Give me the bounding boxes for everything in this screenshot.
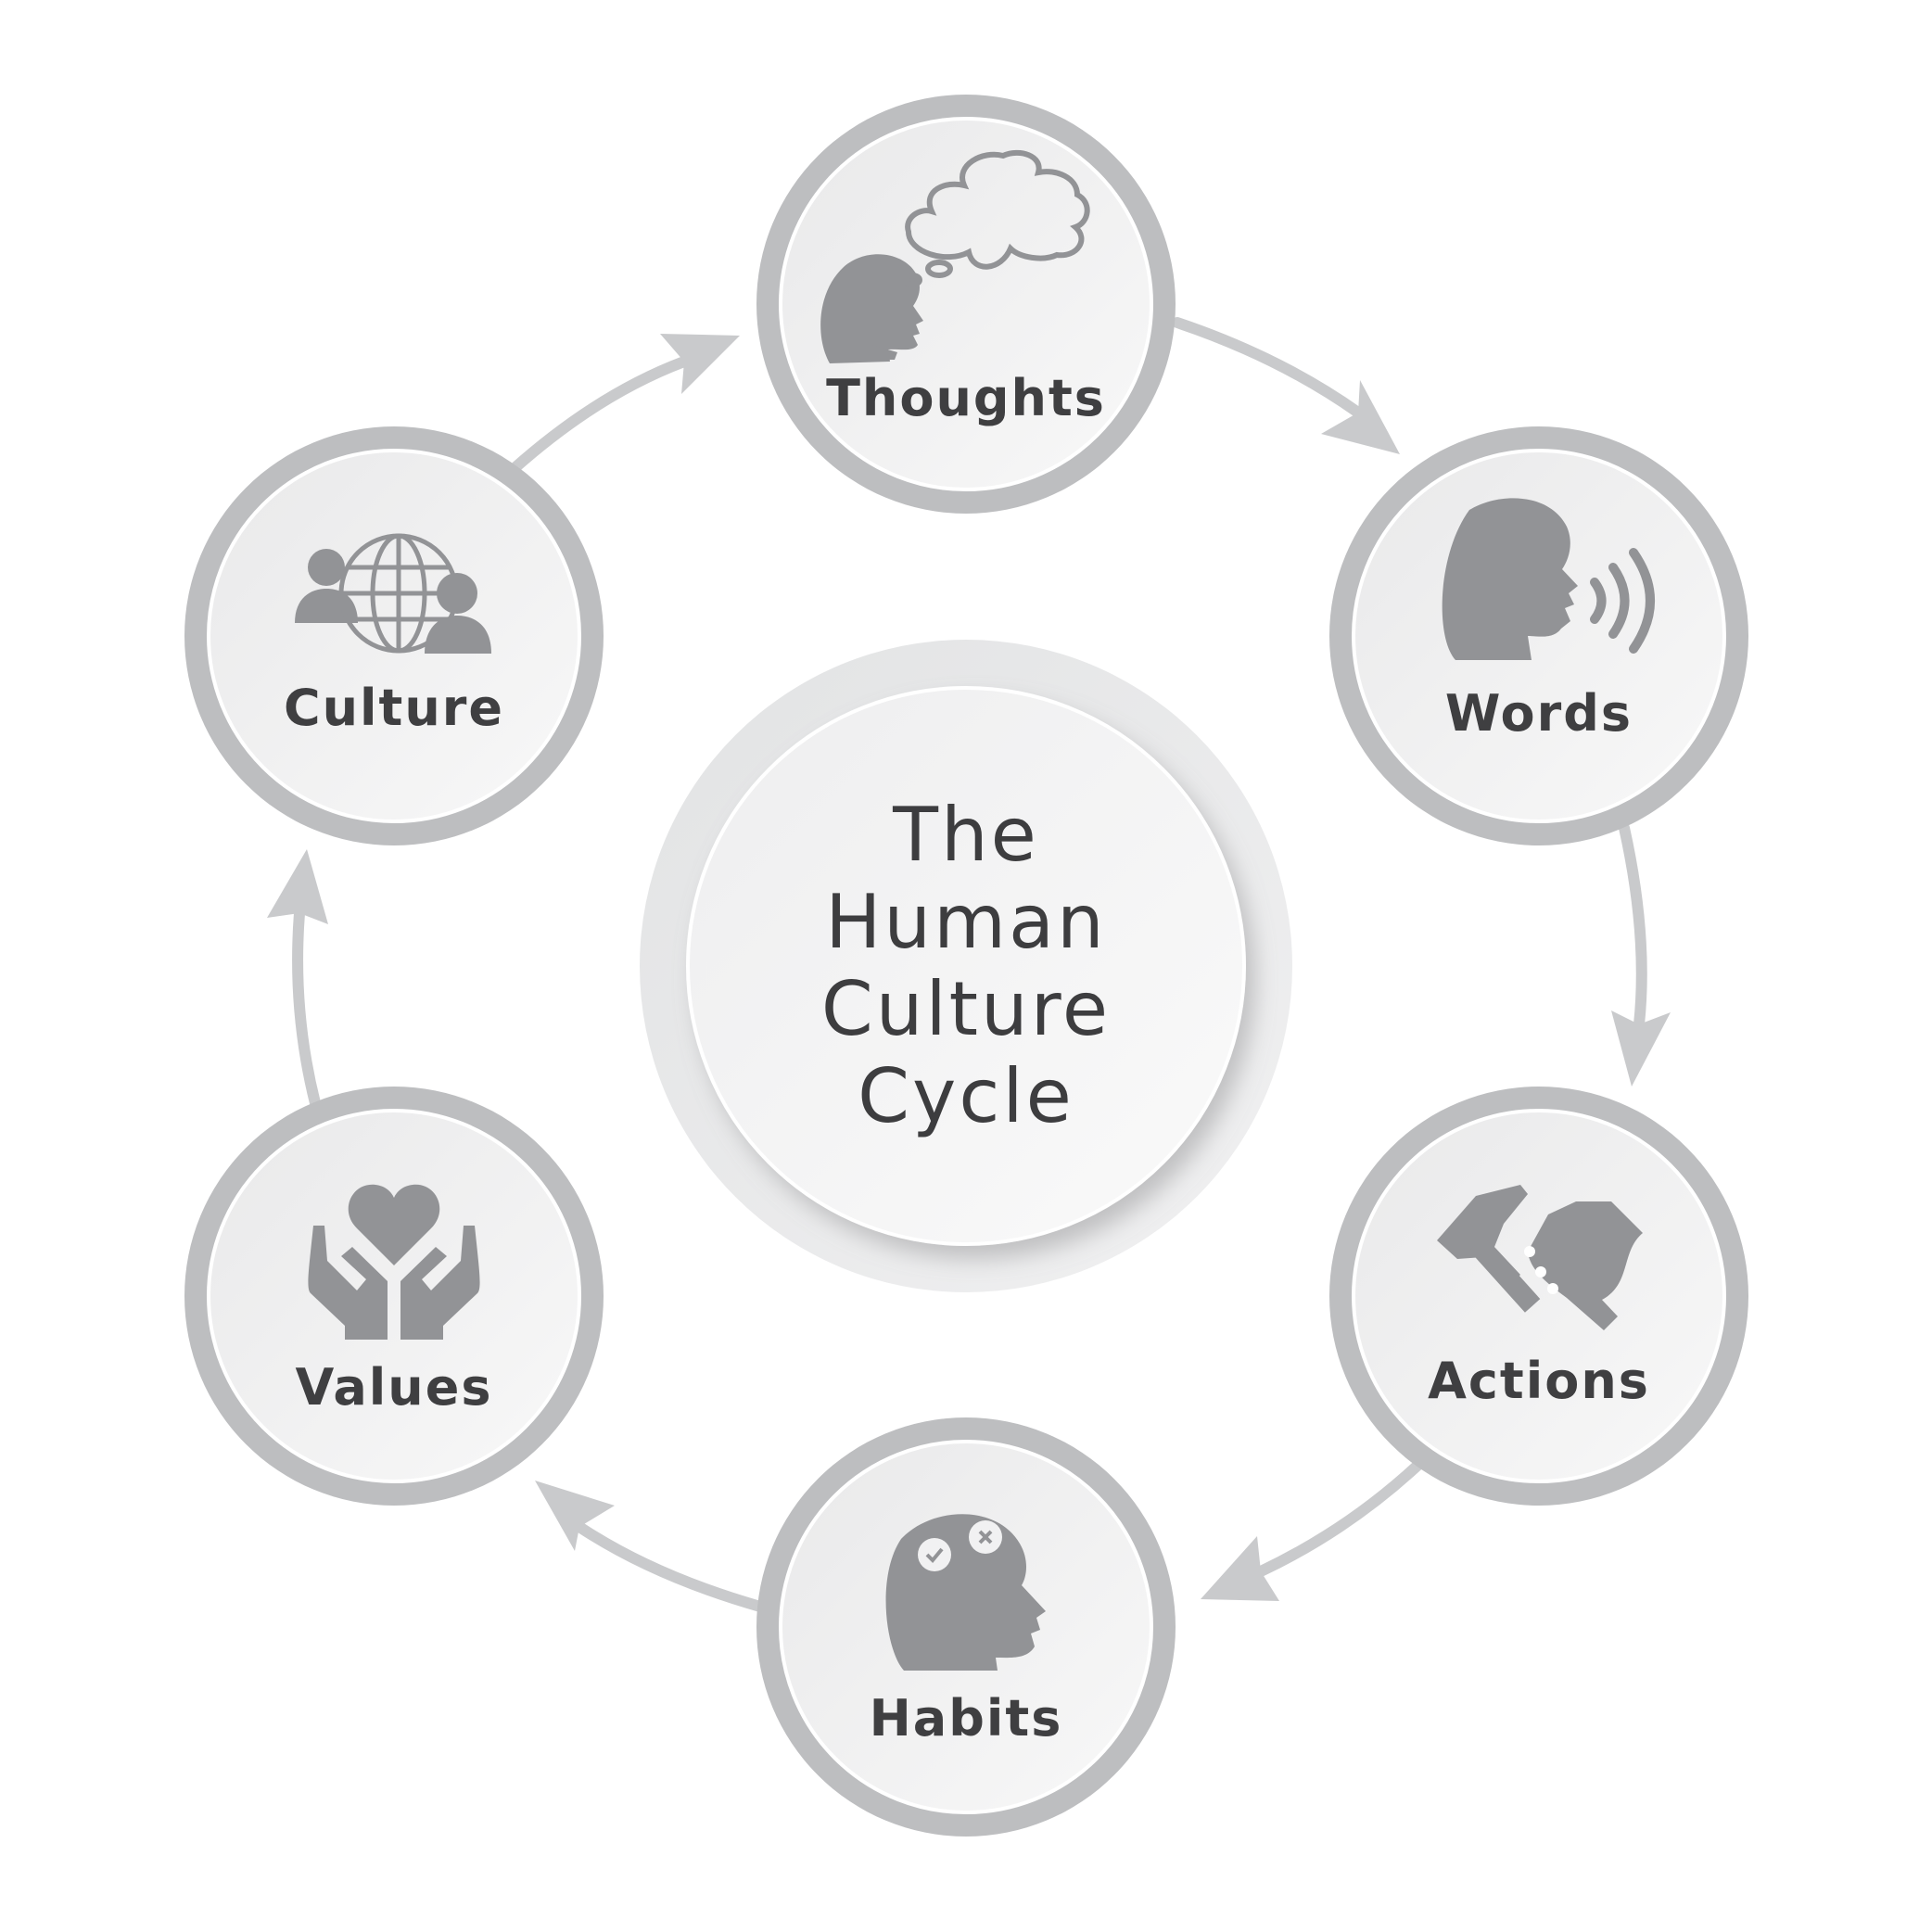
node-words: Words bbox=[1329, 426, 1748, 845]
node-habits-label: Habits bbox=[870, 1689, 1063, 1748]
node-words-label: Words bbox=[1445, 684, 1633, 743]
arrow-words-to-actions bbox=[1619, 822, 1647, 1030]
arrowhead-to-thoughts bbox=[660, 334, 740, 394]
center-title-line-4: Cycle bbox=[858, 1053, 1074, 1139]
arrowhead-to-values bbox=[535, 1481, 615, 1551]
center-title-line-3: Culture bbox=[821, 966, 1111, 1052]
arrow-actions-to-habits bbox=[1255, 1457, 1426, 1577]
node-actions-label: Actions bbox=[1428, 1352, 1650, 1410]
node-culture-label: Culture bbox=[284, 679, 504, 737]
arrow-thoughts-to-words bbox=[1172, 317, 1364, 418]
cycle-arrows bbox=[292, 317, 1647, 1612]
node-values-label: Values bbox=[296, 1358, 493, 1417]
center-title-line-2: Human bbox=[825, 879, 1107, 965]
node-values: Values bbox=[184, 1087, 604, 1506]
arrowhead-to-habits bbox=[1201, 1536, 1279, 1601]
node-habits: Habits bbox=[756, 1417, 1176, 1837]
arrowhead-to-culture bbox=[267, 849, 328, 924]
arrowhead-to-words bbox=[1321, 380, 1400, 454]
node-actions: Actions bbox=[1329, 1087, 1748, 1506]
speaking-head-icon bbox=[1442, 498, 1655, 660]
arrow-heads bbox=[267, 334, 1671, 1601]
arrow-values-to-culture bbox=[292, 908, 321, 1109]
arrowhead-to-actions bbox=[1611, 1010, 1671, 1087]
center-title-line-1: The bbox=[892, 792, 1039, 878]
node-thoughts-label: Thoughts bbox=[826, 369, 1106, 427]
hammer-in-hand-icon bbox=[1437, 1185, 1643, 1330]
arrow-culture-to-thoughts bbox=[509, 356, 690, 474]
node-culture: Culture bbox=[184, 426, 604, 845]
arrow-habits-to-values bbox=[574, 1521, 766, 1612]
gears-in-head-icon bbox=[885, 1514, 1046, 1671]
node-thoughts: Thoughts bbox=[756, 95, 1176, 514]
people-globe-icon bbox=[295, 533, 491, 654]
thinking-head-icon bbox=[820, 149, 1090, 363]
heart-in-hands-icon bbox=[308, 1184, 480, 1340]
center-hub: The Human Culture Cycle bbox=[640, 640, 1292, 1292]
